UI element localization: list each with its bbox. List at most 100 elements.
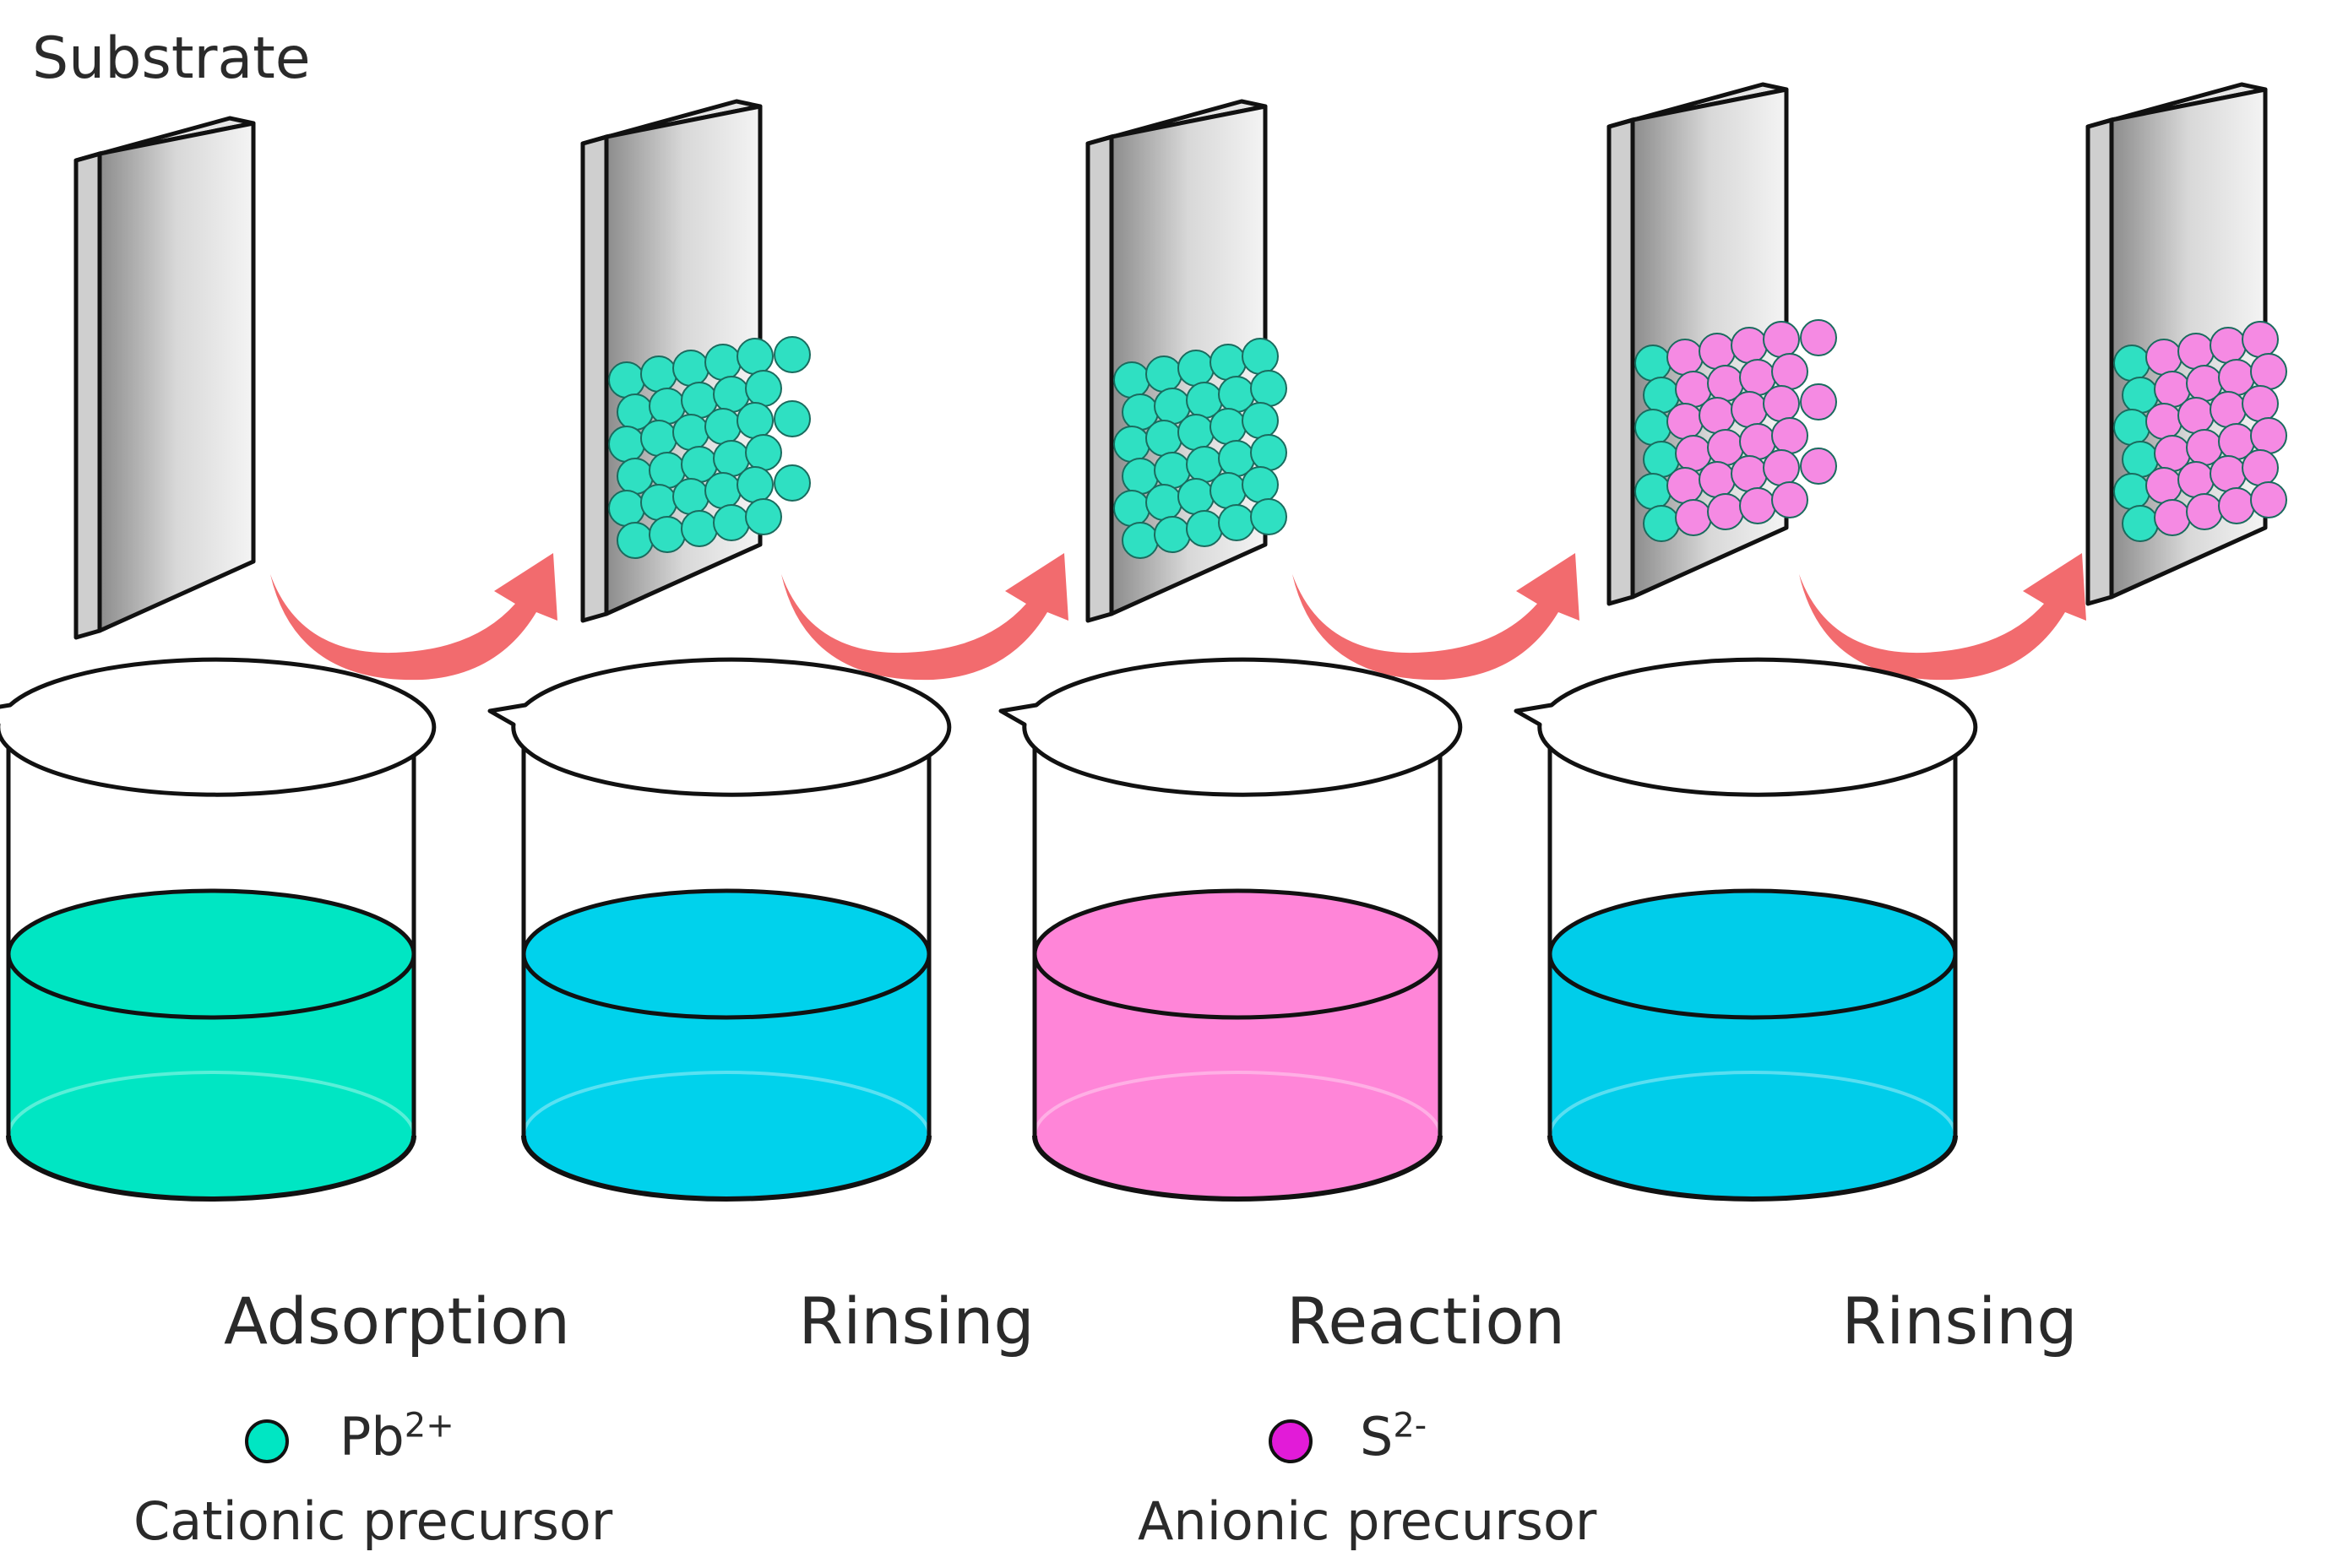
cation-particle: [640, 355, 677, 393]
cation-charge: 2+: [404, 1406, 454, 1446]
substrate-plate: [73, 116, 256, 640]
step-label-rinsing-2: Rinsing: [1841, 1283, 2078, 1359]
step-label-adsorption: Adsorption: [223, 1283, 571, 1359]
beaker-3: [998, 657, 1463, 1202]
cation-particle: [774, 336, 811, 373]
anion-particle: [1731, 327, 1768, 364]
cation-particle: [672, 350, 709, 387]
cation-particle: [1634, 473, 1672, 510]
cation-particle: [608, 490, 645, 527]
anion-particle: [1699, 397, 1736, 434]
cation-particle: [681, 510, 718, 547]
cation-particle: [1250, 370, 1287, 407]
anion-particle: [1699, 333, 1736, 370]
anion-particle: [2177, 333, 2215, 370]
cation-particle: [1242, 466, 1279, 503]
anion-particle: [2242, 321, 2279, 358]
anion-particle: [1771, 481, 1808, 518]
anion-particle: [2145, 339, 2183, 376]
anion-particle: [2242, 385, 2279, 422]
anion-ion: S: [1360, 1406, 1394, 1468]
cation-particle: [745, 370, 782, 407]
anion-particle: [2186, 493, 2223, 530]
beaker-1: [0, 657, 437, 1202]
anion-particle: [2154, 499, 2191, 536]
cation-particle: [2113, 409, 2150, 446]
cation-particle: [1250, 498, 1287, 535]
cation-ion: Pb: [340, 1406, 405, 1468]
cation-particle: [1209, 472, 1247, 509]
anion-particle: [1763, 449, 1800, 486]
cation-particle: [1242, 338, 1279, 375]
cation-particle: [640, 484, 677, 521]
anion-particle: [2250, 481, 2287, 518]
cation-particle: [1643, 505, 1680, 542]
anion-particle: [1771, 353, 1808, 390]
cation-particle: [1122, 522, 1159, 559]
cation-particle: [745, 498, 782, 535]
beaker-rim: [0, 657, 437, 797]
solution: [1550, 954, 1955, 1199]
cation-particle: [704, 344, 742, 381]
cation-particle: [1186, 510, 1223, 547]
anion-particle: [2177, 461, 2215, 498]
solution: [1035, 954, 1440, 1199]
cation-particle: [1113, 490, 1150, 527]
cation-particle: [672, 478, 709, 515]
anion-particle: [2210, 455, 2247, 492]
anion-particle: [1763, 385, 1800, 422]
cation-particle: [1113, 361, 1150, 399]
cation-particle: [672, 414, 709, 451]
cation-particle: [713, 504, 750, 541]
cation-particle: [737, 338, 774, 375]
cation-particle: [1154, 516, 1191, 553]
substrate-plate: [1085, 99, 1287, 623]
cation-particle: [608, 361, 645, 399]
cation-particle: [1209, 344, 1247, 381]
substrate-label: Substrate: [32, 25, 311, 92]
solution: [524, 954, 929, 1199]
anion-particle: [1763, 321, 1800, 358]
anion-charge: 2-: [1393, 1406, 1427, 1446]
cation-particle: [774, 464, 811, 502]
cation-particle: [1177, 414, 1215, 451]
cation-particle: [737, 402, 774, 439]
cation-particle: [2122, 505, 2159, 542]
cation-particle: [608, 426, 645, 463]
cation-particle: [1177, 478, 1215, 515]
anion-particle: [1739, 487, 1776, 524]
cation-particle: [745, 434, 782, 471]
beaker-rim: [487, 657, 952, 797]
cation-particle: [1209, 408, 1247, 445]
substrate-plate: [1606, 82, 1837, 606]
anion-particle: [1800, 448, 1837, 485]
anion-particle: [2145, 403, 2183, 440]
anion-particle: [1731, 455, 1768, 492]
anion-particle: [1699, 461, 1736, 498]
cation-particle: [1145, 420, 1182, 457]
cation-legend-description: Cationic precursor: [133, 1490, 613, 1552]
cation-particle: [1242, 402, 1279, 439]
curved-arrow: [1799, 553, 2086, 681]
cation-legend-label: Pb2+: [340, 1406, 454, 1468]
anion-particle: [2250, 353, 2287, 390]
substrate-plate: [2085, 82, 2287, 606]
process-arrows: [270, 553, 2086, 681]
cation-particle: [1634, 409, 1672, 446]
cation-particle: [1113, 426, 1150, 463]
step-label-reaction: Reaction: [1286, 1283, 1566, 1359]
curved-arrow: [1292, 553, 1579, 681]
curved-arrow: [270, 553, 557, 681]
anion-particle: [2250, 417, 2287, 454]
cation-particle: [1634, 345, 1672, 382]
cation-particle: [2113, 473, 2150, 510]
beakers: [0, 657, 1978, 1202]
anion-particle: [1800, 383, 1837, 420]
cation-particle: [617, 522, 654, 559]
beaker-2: [487, 657, 952, 1202]
cation-particle: [1145, 484, 1182, 521]
cation-particle: [737, 466, 774, 503]
beaker-rim: [1514, 657, 1978, 797]
anion-particle: [1675, 499, 1712, 536]
